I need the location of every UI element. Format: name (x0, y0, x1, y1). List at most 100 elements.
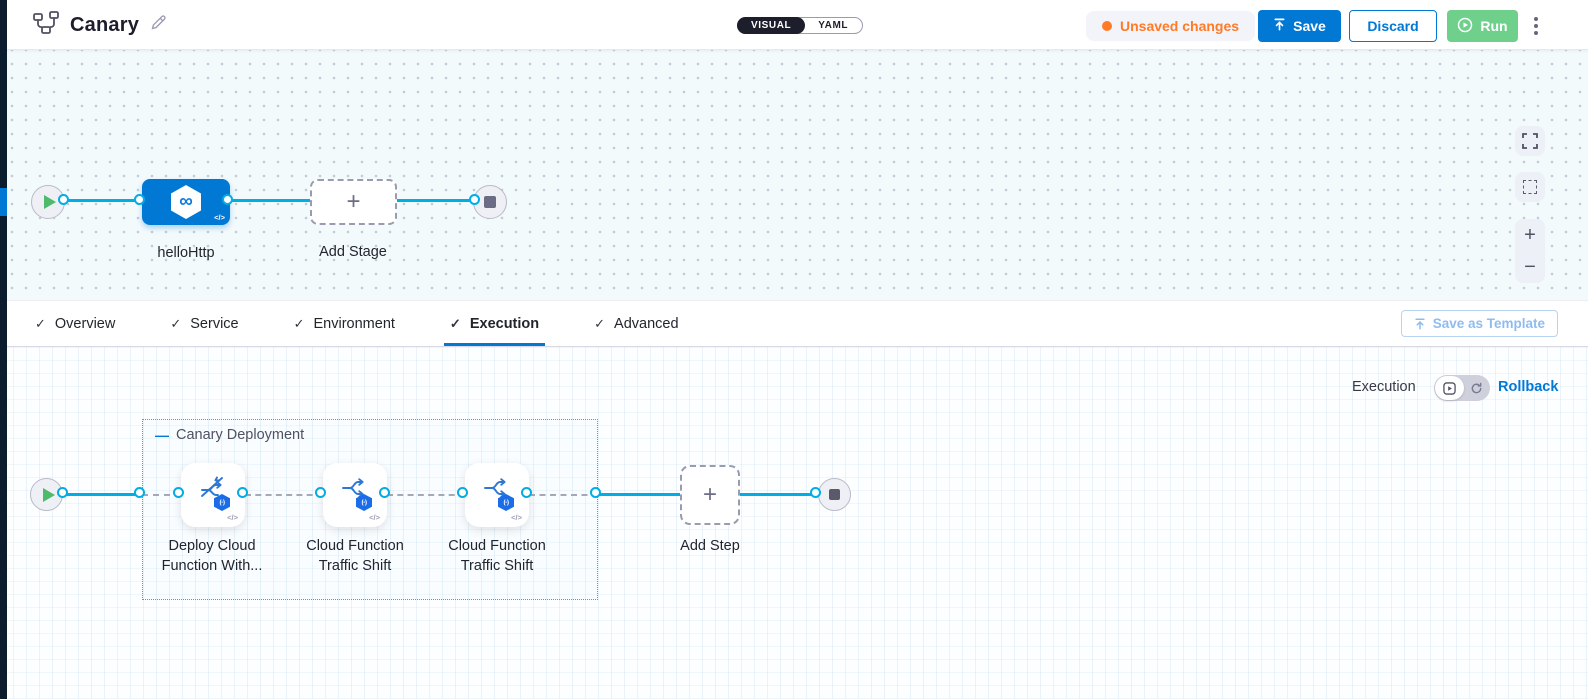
connector-port (521, 487, 532, 498)
deploy-function-icon (199, 475, 227, 506)
upload-icon (1273, 18, 1286, 34)
tab-advanced[interactable]: ✓ Advanced (594, 301, 678, 346)
selection-mode-button[interactable] (1515, 172, 1545, 202)
step-group-canary-deployment (142, 419, 598, 600)
execution-end-node (818, 478, 851, 511)
toggle-yaml[interactable]: YAML (818, 20, 849, 31)
start-play-icon (44, 195, 56, 209)
tab-service[interactable]: ✓ Service (170, 301, 238, 346)
stage-canvas[interactable]: ∞ </> helloHttp + Add Stage + − (0, 50, 1588, 300)
tab-label: Overview (54, 315, 116, 332)
serverless-hexagon-icon: ∞ (171, 185, 201, 219)
connector-port (134, 194, 145, 205)
check-icon: ✓ (35, 315, 46, 331)
connector-port (315, 487, 326, 498)
connector-line (65, 493, 142, 496)
stop-square-icon (484, 196, 496, 208)
rollback-arrow-icon (1471, 382, 1482, 393)
unsaved-label: Unsaved changes (1120, 18, 1240, 34)
tab-label: Execution (469, 315, 540, 332)
fullscreen-icon (1522, 133, 1538, 149)
connector-port (457, 487, 468, 498)
connector-port (590, 487, 601, 498)
discard-label: Discard (1367, 18, 1419, 34)
dashed-connector (387, 494, 465, 496)
connector-line (397, 199, 477, 202)
save-as-template-label: Save as Template (1432, 316, 1545, 331)
step-group-header[interactable]: — Canary Deployment (155, 427, 304, 443)
tab-label: Service (190, 315, 239, 332)
top-bar: Canary VISUAL YAML Unsaved changes Save (0, 0, 1588, 50)
run-button[interactable]: Run (1447, 10, 1518, 42)
unsaved-changes-badge: Unsaved changes (1086, 11, 1256, 41)
stage-node-hellohttp[interactable]: ∞ </> (142, 179, 230, 225)
step-label: Cloud Function Traffic Shift (448, 538, 546, 574)
execution-mode-label: Execution (1352, 379, 1416, 395)
edit-pencil-icon[interactable] (150, 14, 167, 36)
title-group: Canary (33, 0, 167, 50)
step-group-title: Canary Deployment (176, 427, 305, 443)
tab-label: Environment (313, 315, 395, 332)
connector-port (379, 487, 390, 498)
add-stage-label: Add Stage (319, 244, 387, 260)
connector-port (58, 194, 69, 205)
step-node-traffic-shift-1[interactable]: (-) </> (323, 463, 387, 527)
code-icon: </> (227, 513, 238, 522)
zoom-out-button[interactable]: − (1524, 255, 1536, 278)
connector-line (740, 493, 818, 496)
rollback-mode-segment[interactable] (1464, 376, 1489, 400)
step-label: Cloud Function Traffic Shift (306, 538, 404, 574)
add-stage-button[interactable]: + (310, 179, 397, 225)
discard-button[interactable]: Discard (1349, 10, 1437, 42)
tab-execution[interactable]: ✓ Execution (443, 301, 546, 346)
check-icon: ✓ (170, 315, 182, 331)
add-step-button[interactable]: + (680, 465, 740, 525)
save-label: Save (1293, 18, 1326, 34)
cloud-functions-badge-icon: (-) (356, 494, 372, 511)
toggle-visual[interactable]: VISUAL (737, 17, 806, 34)
execution-canvas[interactable]: Execution Rollback — Canary Dep (0, 347, 1588, 699)
zoom-control: + − (1515, 219, 1545, 283)
connector-port (173, 487, 184, 498)
add-step-label: Add Step (680, 538, 740, 554)
cloud-functions-badge-icon: (-) (498, 494, 514, 511)
stage-name-label: helloHttp (157, 245, 215, 261)
execution-rollback-switch (1434, 375, 1490, 401)
connector-line (598, 493, 680, 496)
execution-play-icon (1443, 381, 1456, 395)
step-node-traffic-shift-2[interactable]: (-) </> (465, 463, 529, 527)
connector-port (134, 487, 145, 498)
run-play-icon (1457, 17, 1473, 36)
code-icon: </> (214, 213, 225, 222)
infinity-glyph: ∞ (179, 191, 193, 212)
dashed-connector (529, 494, 598, 496)
kebab-menu-icon[interactable] (1528, 14, 1544, 38)
start-play-icon (42, 487, 55, 502)
connector-line (66, 199, 142, 202)
collapsed-nav-rail[interactable] (0, 0, 7, 699)
save-as-template-button[interactable]: Save as Template (1400, 310, 1558, 337)
rollback-link[interactable]: Rollback (1498, 379, 1559, 395)
fullscreen-button[interactable] (1515, 126, 1545, 156)
code-icon: </> (369, 513, 380, 522)
run-label: Run (1480, 18, 1508, 34)
step-node-deploy-cloud-function[interactable]: (-) </> (181, 463, 245, 527)
connector-port (57, 487, 68, 498)
dashed-connector (245, 494, 323, 496)
save-button[interactable]: Save (1258, 10, 1341, 42)
execution-mode-segment[interactable] (1435, 376, 1464, 400)
page-title: Canary (70, 13, 140, 36)
tab-environment[interactable]: ✓ Environment (294, 301, 395, 346)
connector-port (810, 487, 821, 498)
unsaved-dot-icon (1102, 21, 1112, 31)
tab-overview[interactable]: ✓ Overview (35, 301, 115, 346)
stop-square-icon (829, 489, 840, 500)
selection-box-icon (1523, 180, 1537, 194)
connector-line (230, 199, 310, 202)
template-upload-icon (1415, 318, 1425, 329)
zoom-in-button[interactable]: + (1524, 223, 1536, 246)
code-icon: </> (511, 513, 522, 522)
collapse-icon[interactable]: — (155, 427, 169, 443)
connector-port (469, 194, 480, 205)
